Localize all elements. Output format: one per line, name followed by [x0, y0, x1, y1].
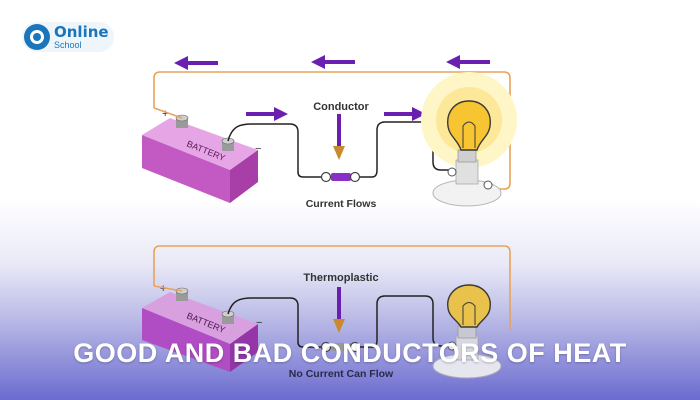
- no-current-label: No Current Can Flow: [289, 368, 394, 380]
- lit-bulb: [421, 72, 517, 207]
- top-current-arrows: [246, 107, 426, 121]
- current-flows-label: Current Flows: [306, 198, 377, 210]
- minus-sign: −: [255, 143, 261, 155]
- logo-name: Online: [54, 22, 109, 41]
- conductor-sample: [320, 171, 361, 183]
- logo-text: Online School: [54, 22, 109, 50]
- plus-sign: +: [160, 283, 166, 295]
- bottom-loop-wire: [153, 245, 511, 330]
- minus-sign: −: [256, 317, 262, 329]
- plus-sign: +: [162, 108, 168, 120]
- thermoplastic-sample: [320, 341, 361, 353]
- logo-sub: School: [54, 39, 82, 50]
- online-school-logo: Online School: [22, 22, 114, 52]
- top-battery: BATTERY: [142, 114, 258, 203]
- logo-badge-icon: [24, 24, 50, 50]
- top-flow-arrows: [174, 55, 490, 70]
- bottom-indicator-arrow: [333, 287, 345, 333]
- top-loop-wire: [153, 71, 511, 190]
- top-indicator-arrow: [333, 114, 345, 160]
- top-circuit-wire: [227, 121, 452, 178]
- banner-title: GOOD AND BAD CONDUCTORS OF HEAT: [73, 338, 627, 368]
- unlit-bulb: [432, 284, 502, 379]
- bottom-circuit-wire: [227, 295, 452, 348]
- thermoplastic-label: Thermoplastic: [303, 272, 378, 284]
- conductor-label: Conductor: [313, 101, 369, 113]
- bottom-battery: BATTERY: [142, 287, 258, 372]
